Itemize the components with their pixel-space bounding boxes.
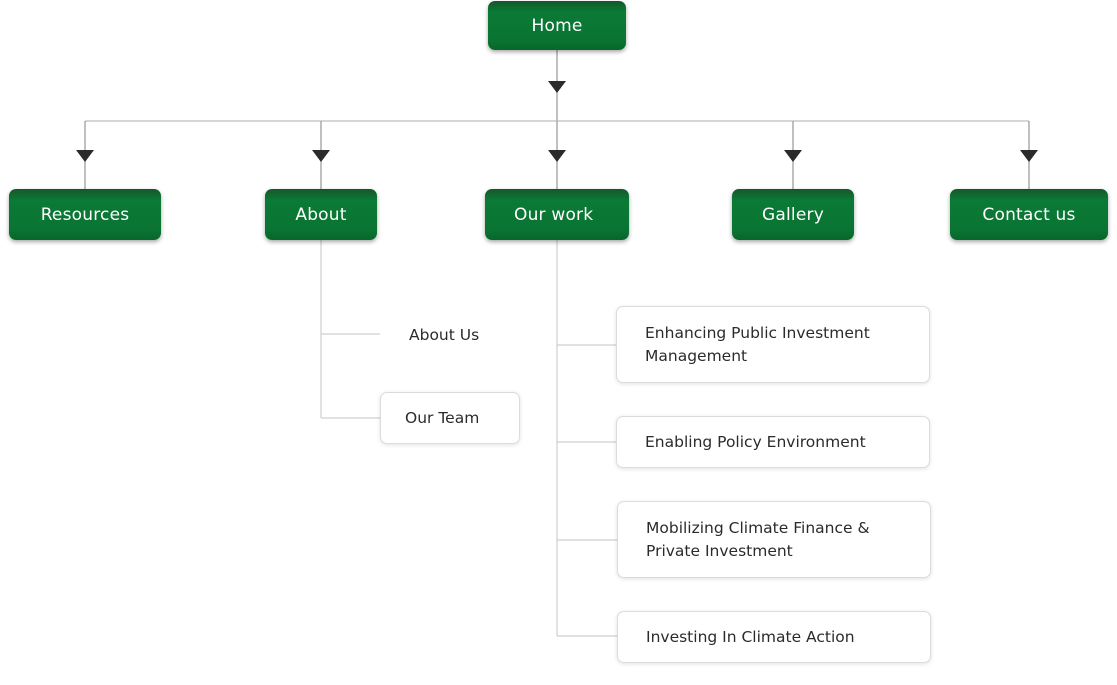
arrow-down-icon (312, 150, 330, 162)
arrow-down-icon (76, 150, 94, 162)
arrow-down-icon (784, 150, 802, 162)
arrow-down-icon (1020, 150, 1038, 162)
our-team-card[interactable]: Our Team (380, 392, 520, 444)
arrow-down-icon (548, 81, 566, 93)
arrow-down-icon (548, 150, 566, 162)
our-work-item-climate-action[interactable]: Investing In Climate Action (617, 611, 931, 663)
nav-node-gallery[interactable]: Gallery (732, 189, 854, 240)
nav-node-our-work[interactable]: Our work (485, 189, 629, 240)
our-work-item-climate-finance[interactable]: Mobilizing Climate Finance & Private Inv… (617, 501, 931, 578)
about-us-link[interactable]: About Us (409, 326, 480, 344)
our-work-item-policy-environment[interactable]: Enabling Policy Environment (616, 416, 930, 468)
home-node[interactable]: Home (488, 1, 626, 50)
nav-node-about[interactable]: About (265, 189, 377, 240)
nav-node-contact-us[interactable]: Contact us (950, 189, 1108, 240)
our-work-item-public-investment[interactable]: Enhancing Public Investment Management (616, 306, 930, 383)
nav-node-resources[interactable]: Resources (9, 189, 161, 240)
